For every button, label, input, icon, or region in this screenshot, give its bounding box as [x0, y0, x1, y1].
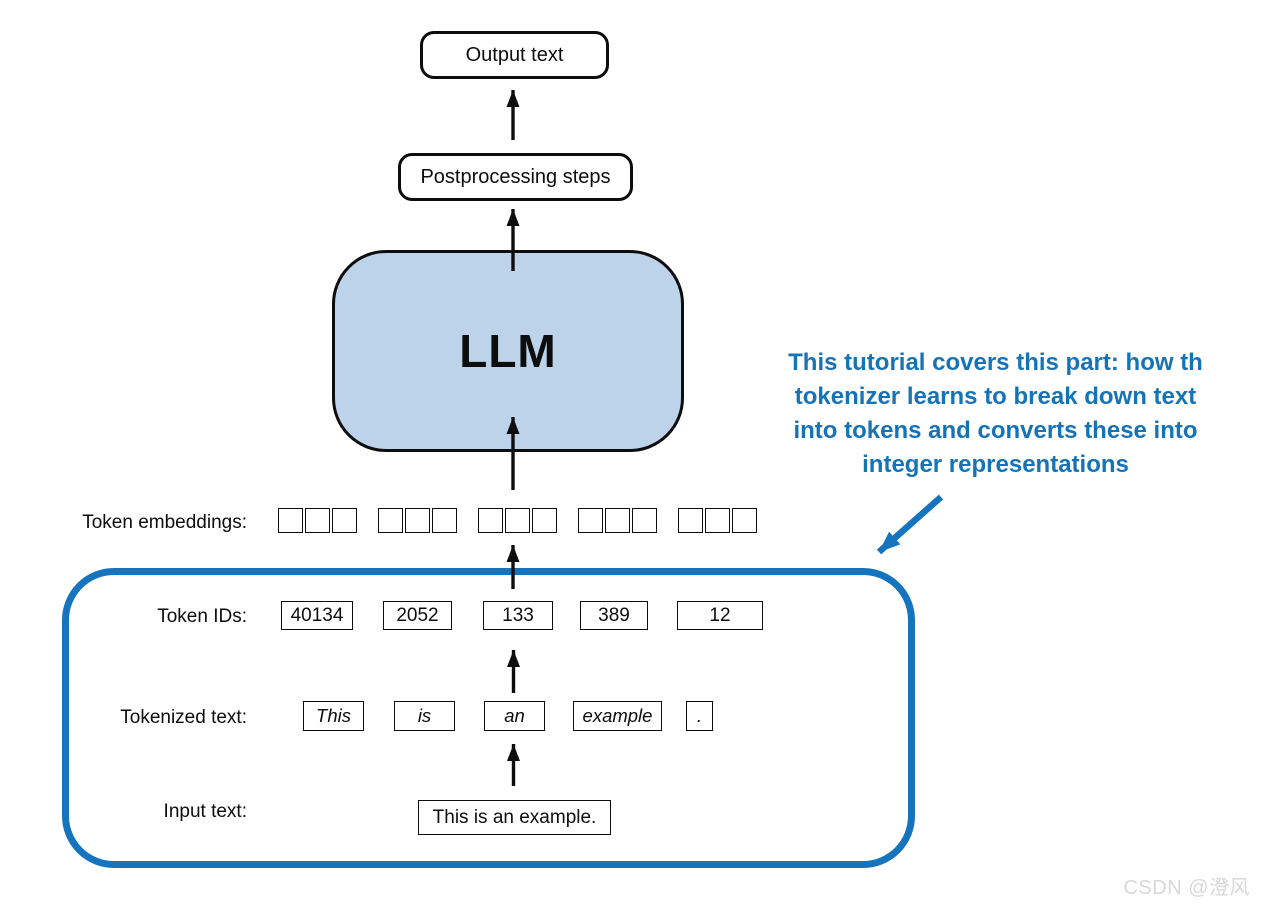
embedding-group [478, 508, 557, 533]
embedding-square [532, 508, 557, 533]
tokenized-text-row-label: Tokenized text: [120, 707, 247, 728]
postprocessing-steps-node: Postprocessing steps [398, 153, 633, 201]
annotation-line: into tokens and converts these into [793, 417, 1198, 444]
output-text-label: Output text [465, 43, 564, 66]
embedding-group [578, 508, 657, 533]
token-id-box: 40134 [281, 601, 353, 630]
token-id-box: 133 [483, 601, 553, 630]
token-box: an [484, 701, 545, 731]
annotation-line: integer representations [862, 451, 1129, 478]
llm-label: LLM [459, 325, 557, 377]
watermark-text: CSDN @澄风 [1123, 877, 1250, 899]
annotation-line: tokenizer learns to break down text [794, 383, 1197, 410]
embedding-group [678, 508, 757, 533]
token-id-box: 2052 [383, 601, 452, 630]
tokenizer-highlight-container [62, 568, 915, 868]
embedding-square [578, 508, 603, 533]
postprocessing-steps-label: Postprocessing steps [420, 165, 611, 188]
token-box: This [303, 701, 364, 731]
token-box: . [686, 701, 713, 731]
input-text-row-label: Input text: [163, 801, 247, 822]
embedding-square [278, 508, 303, 533]
token-embeddings-row-label: Token embeddings: [82, 512, 247, 533]
annotation-pointer-arrow [876, 494, 944, 555]
embedding-square [332, 508, 357, 533]
embedding-square [632, 508, 657, 533]
tutorial-annotation: This tutorial covers this part: how th t… [758, 346, 1233, 482]
embedding-square [505, 508, 530, 533]
embedding-square [305, 508, 330, 533]
token-id-box: 389 [580, 601, 648, 630]
output-text-node: Output text [420, 31, 609, 79]
embedding-square [678, 508, 703, 533]
input-text-box: This is an example. [418, 800, 611, 835]
embedding-square [732, 508, 757, 533]
embedding-square [432, 508, 457, 533]
embedding-square [405, 508, 430, 533]
annotation-line: This tutorial covers this part: how th [788, 349, 1203, 376]
embedding-square [478, 508, 503, 533]
token-id-box: 12 [677, 601, 763, 630]
embedding-group [278, 508, 357, 533]
token-box: is [394, 701, 455, 731]
embedding-square [605, 508, 630, 533]
embedding-square [705, 508, 730, 533]
llm-node: LLM [332, 250, 684, 452]
embedding-group [378, 508, 457, 533]
token-ids-row-label: Token IDs: [157, 606, 247, 627]
embedding-square [378, 508, 403, 533]
token-box: example [573, 701, 662, 731]
